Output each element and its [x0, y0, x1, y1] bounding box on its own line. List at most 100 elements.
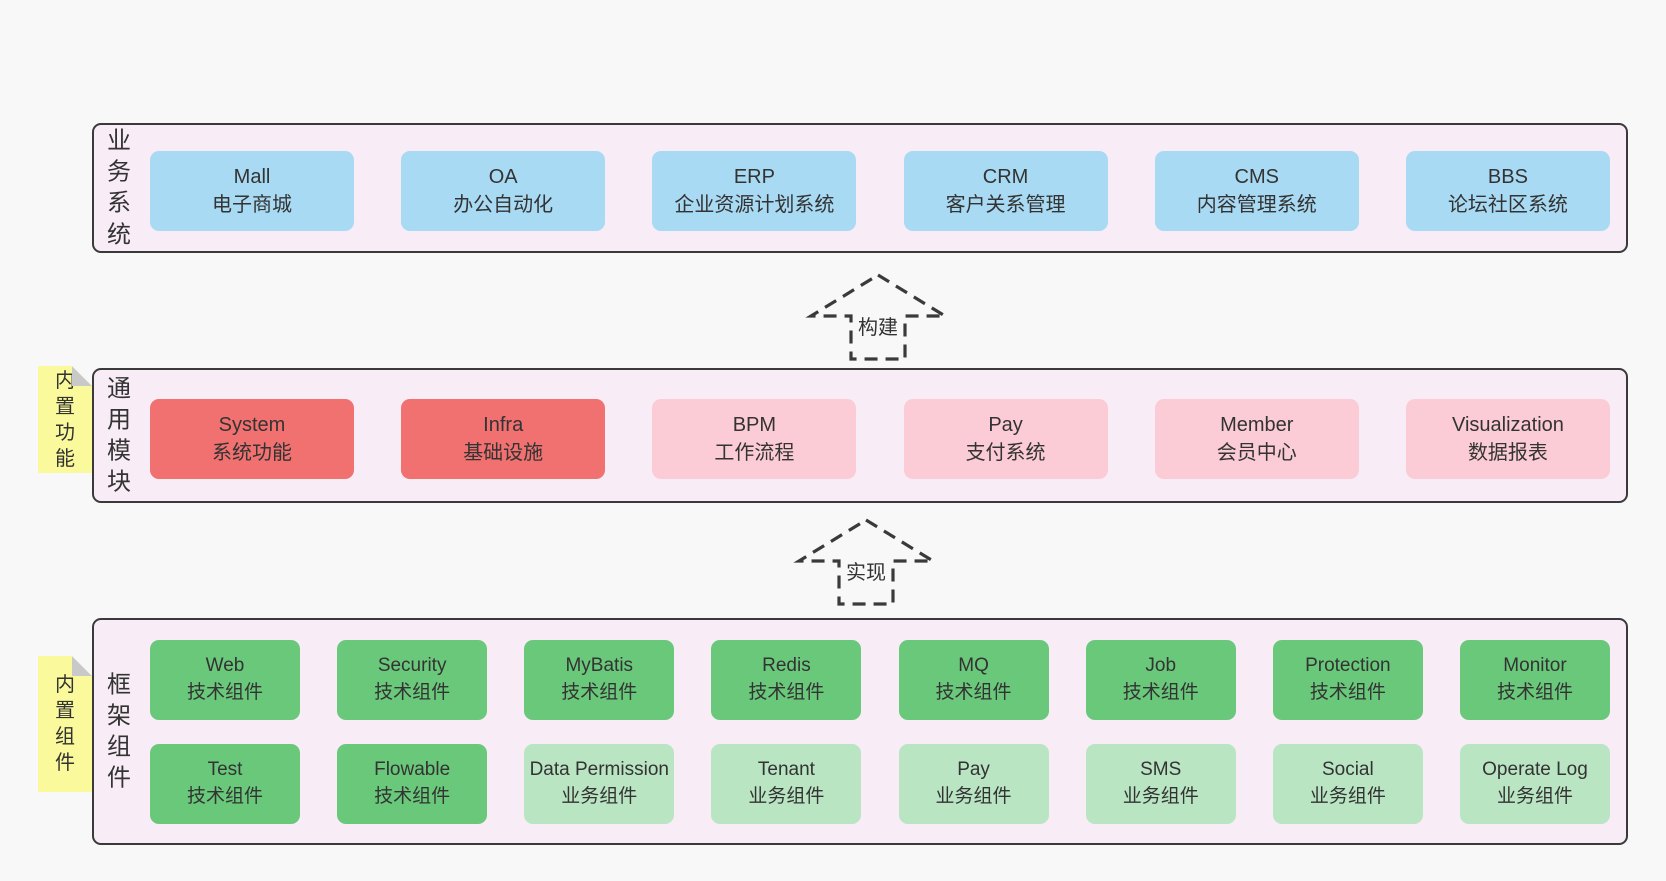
box-subtitle: 企业资源计划系统	[674, 194, 835, 216]
box-subtitle: 内容管理系统	[1196, 194, 1317, 216]
box-test: Test 技术组件	[150, 744, 300, 824]
box-oa: OA 办公自动化	[401, 151, 606, 231]
box-title: Mall	[233, 165, 271, 188]
box-security: Security 技术组件	[337, 640, 488, 720]
box-subtitle: 基础设施	[463, 442, 544, 464]
box-web: Web 技术组件	[150, 640, 300, 720]
box-pay: Pay 支付系统	[903, 399, 1108, 479]
panel-side-label: 框架组件	[107, 671, 131, 792]
box-subtitle: 技术组件	[186, 682, 263, 703]
box-subtitle: 技术组件	[186, 786, 263, 807]
box-title: Flowable	[374, 759, 451, 781]
box-erp: ERP 企业资源计划系统	[652, 151, 857, 231]
box-monitor: Monitor 技术组件	[1459, 640, 1610, 720]
panel-common-modules: 通用模块 System 系统功能 Infra 基础设施 BPM 工作流程 Pay…	[92, 368, 1628, 503]
box-subtitle: 技术组件	[1496, 682, 1573, 703]
box-cms: CMS 内容管理系统	[1154, 151, 1359, 231]
panel-side-label: 业务系统	[107, 127, 131, 249]
box-title: ERP	[733, 165, 775, 188]
box-infra: Infra 基础设施	[401, 399, 606, 479]
box-title: Social	[1321, 759, 1374, 781]
panel-framework-components: 框架组件 Web 技术组件 Security 技术组件 MyBatis 技术组件…	[92, 618, 1628, 845]
box-pay-component: Pay 业务组件	[898, 744, 1049, 824]
box-subtitle: 办公自动化	[453, 194, 554, 216]
box-title: BPM	[732, 413, 777, 436]
box-subtitle: 业务组件	[935, 786, 1012, 807]
box-system: System 系统功能	[150, 399, 354, 479]
dashed-up-arrow-icon	[793, 518, 939, 606]
box-title: Member	[1220, 413, 1294, 436]
sticky-note-built-in-components: 内置组件	[38, 656, 92, 792]
box-mybatis: MyBatis 技术组件	[524, 640, 675, 720]
box-subtitle: 业务组件	[1122, 786, 1199, 807]
box-title: Infra	[483, 413, 524, 436]
box-subtitle: 技术组件	[561, 682, 638, 703]
box-subtitle: 业务组件	[1309, 786, 1386, 807]
box-subtitle: 系统功能	[212, 442, 292, 464]
framework-components-row-1: Web 技术组件 Security 技术组件 MyBatis 技术组件 Redi…	[150, 640, 1610, 720]
box-subtitle: 数据报表	[1467, 442, 1548, 464]
box-subtitle: 技术组件	[374, 786, 451, 807]
box-title: Pay	[988, 413, 1023, 436]
implement-arrow: 实现	[793, 517, 939, 607]
box-subtitle: 会员中心	[1216, 442, 1297, 464]
box-subtitle: 技术组件	[374, 682, 451, 703]
common-modules-row: System 系统功能 Infra 基础设施 BPM 工作流程 Pay 支付系统…	[150, 399, 1610, 479]
box-title: System	[218, 413, 286, 436]
note-label: 内置功能	[55, 369, 75, 470]
dashed-up-arrow-icon	[805, 273, 951, 361]
box-job: Job 技术组件	[1085, 640, 1236, 720]
box-title: Operate Log	[1482, 759, 1588, 781]
box-title: OA	[488, 165, 518, 188]
box-flowable: Flowable 技术组件	[337, 744, 488, 824]
box-title: Data Permission	[529, 759, 669, 781]
box-title: Tenant	[757, 759, 815, 781]
box-title: SMS	[1140, 759, 1182, 781]
box-bbs: BBS 论坛社区系统	[1405, 151, 1610, 231]
box-title: BBS	[1487, 165, 1528, 188]
box-subtitle: 业务组件	[561, 786, 638, 807]
box-title: Protection	[1305, 655, 1391, 677]
box-mall: Mall 电子商城	[150, 151, 354, 231]
box-subtitle: 论坛社区系统	[1447, 194, 1568, 216]
build-arrow: 构建	[805, 272, 951, 362]
box-protection: Protection 技术组件	[1272, 640, 1423, 720]
arrow-label: 构建	[853, 310, 903, 341]
box-operate-log: Operate Log 业务组件	[1459, 744, 1610, 824]
box-subtitle: 支付系统	[965, 442, 1046, 464]
box-title: Pay	[957, 759, 990, 781]
note-label: 内置组件	[55, 674, 75, 774]
box-title: Web	[205, 655, 245, 677]
panel-business-systems: 业务系统 Mall 电子商城 OA 办公自动化 ERP 企业资源计划系统 CRM…	[92, 123, 1628, 253]
panel-side-label: 通用模块	[107, 375, 131, 496]
box-social: Social 业务组件	[1272, 744, 1423, 824]
folded-corner-icon	[72, 656, 92, 676]
box-bpm: BPM 工作流程	[652, 399, 857, 479]
box-subtitle: 技术组件	[1309, 682, 1386, 703]
box-subtitle: 业务组件	[748, 786, 825, 807]
framework-components-row-2: Test 技术组件 Flowable 技术组件 Data Permission …	[150, 744, 1610, 824]
box-title: Redis	[762, 655, 811, 677]
box-subtitle: 技术组件	[935, 682, 1012, 703]
box-title: MQ	[958, 655, 989, 677]
box-title: Visualization	[1451, 413, 1564, 436]
box-crm: CRM 客户关系管理	[903, 151, 1108, 231]
box-data-permission: Data Permission 业务组件	[524, 744, 675, 824]
box-sms: SMS 业务组件	[1085, 744, 1236, 824]
business-systems-row: Mall 电子商城 OA 办公自动化 ERP 企业资源计划系统 CRM 客户关系…	[150, 151, 1610, 231]
sticky-note-built-in-features: 内置功能	[38, 366, 92, 473]
box-subtitle: 工作流程	[714, 442, 795, 464]
box-mq: MQ 技术组件	[898, 640, 1049, 720]
box-tenant: Tenant 业务组件	[711, 744, 862, 824]
box-title: CRM	[982, 165, 1029, 188]
box-subtitle: 技术组件	[748, 682, 825, 703]
box-member: Member 会员中心	[1154, 399, 1359, 479]
box-title: Job	[1145, 655, 1177, 677]
arrow-label: 实现	[841, 555, 891, 586]
box-title: CMS	[1234, 165, 1279, 188]
box-title: Monitor	[1503, 655, 1567, 677]
box-subtitle: 客户关系管理	[945, 194, 1066, 216]
box-redis: Redis 技术组件	[711, 640, 862, 720]
box-subtitle: 技术组件	[1122, 682, 1199, 703]
